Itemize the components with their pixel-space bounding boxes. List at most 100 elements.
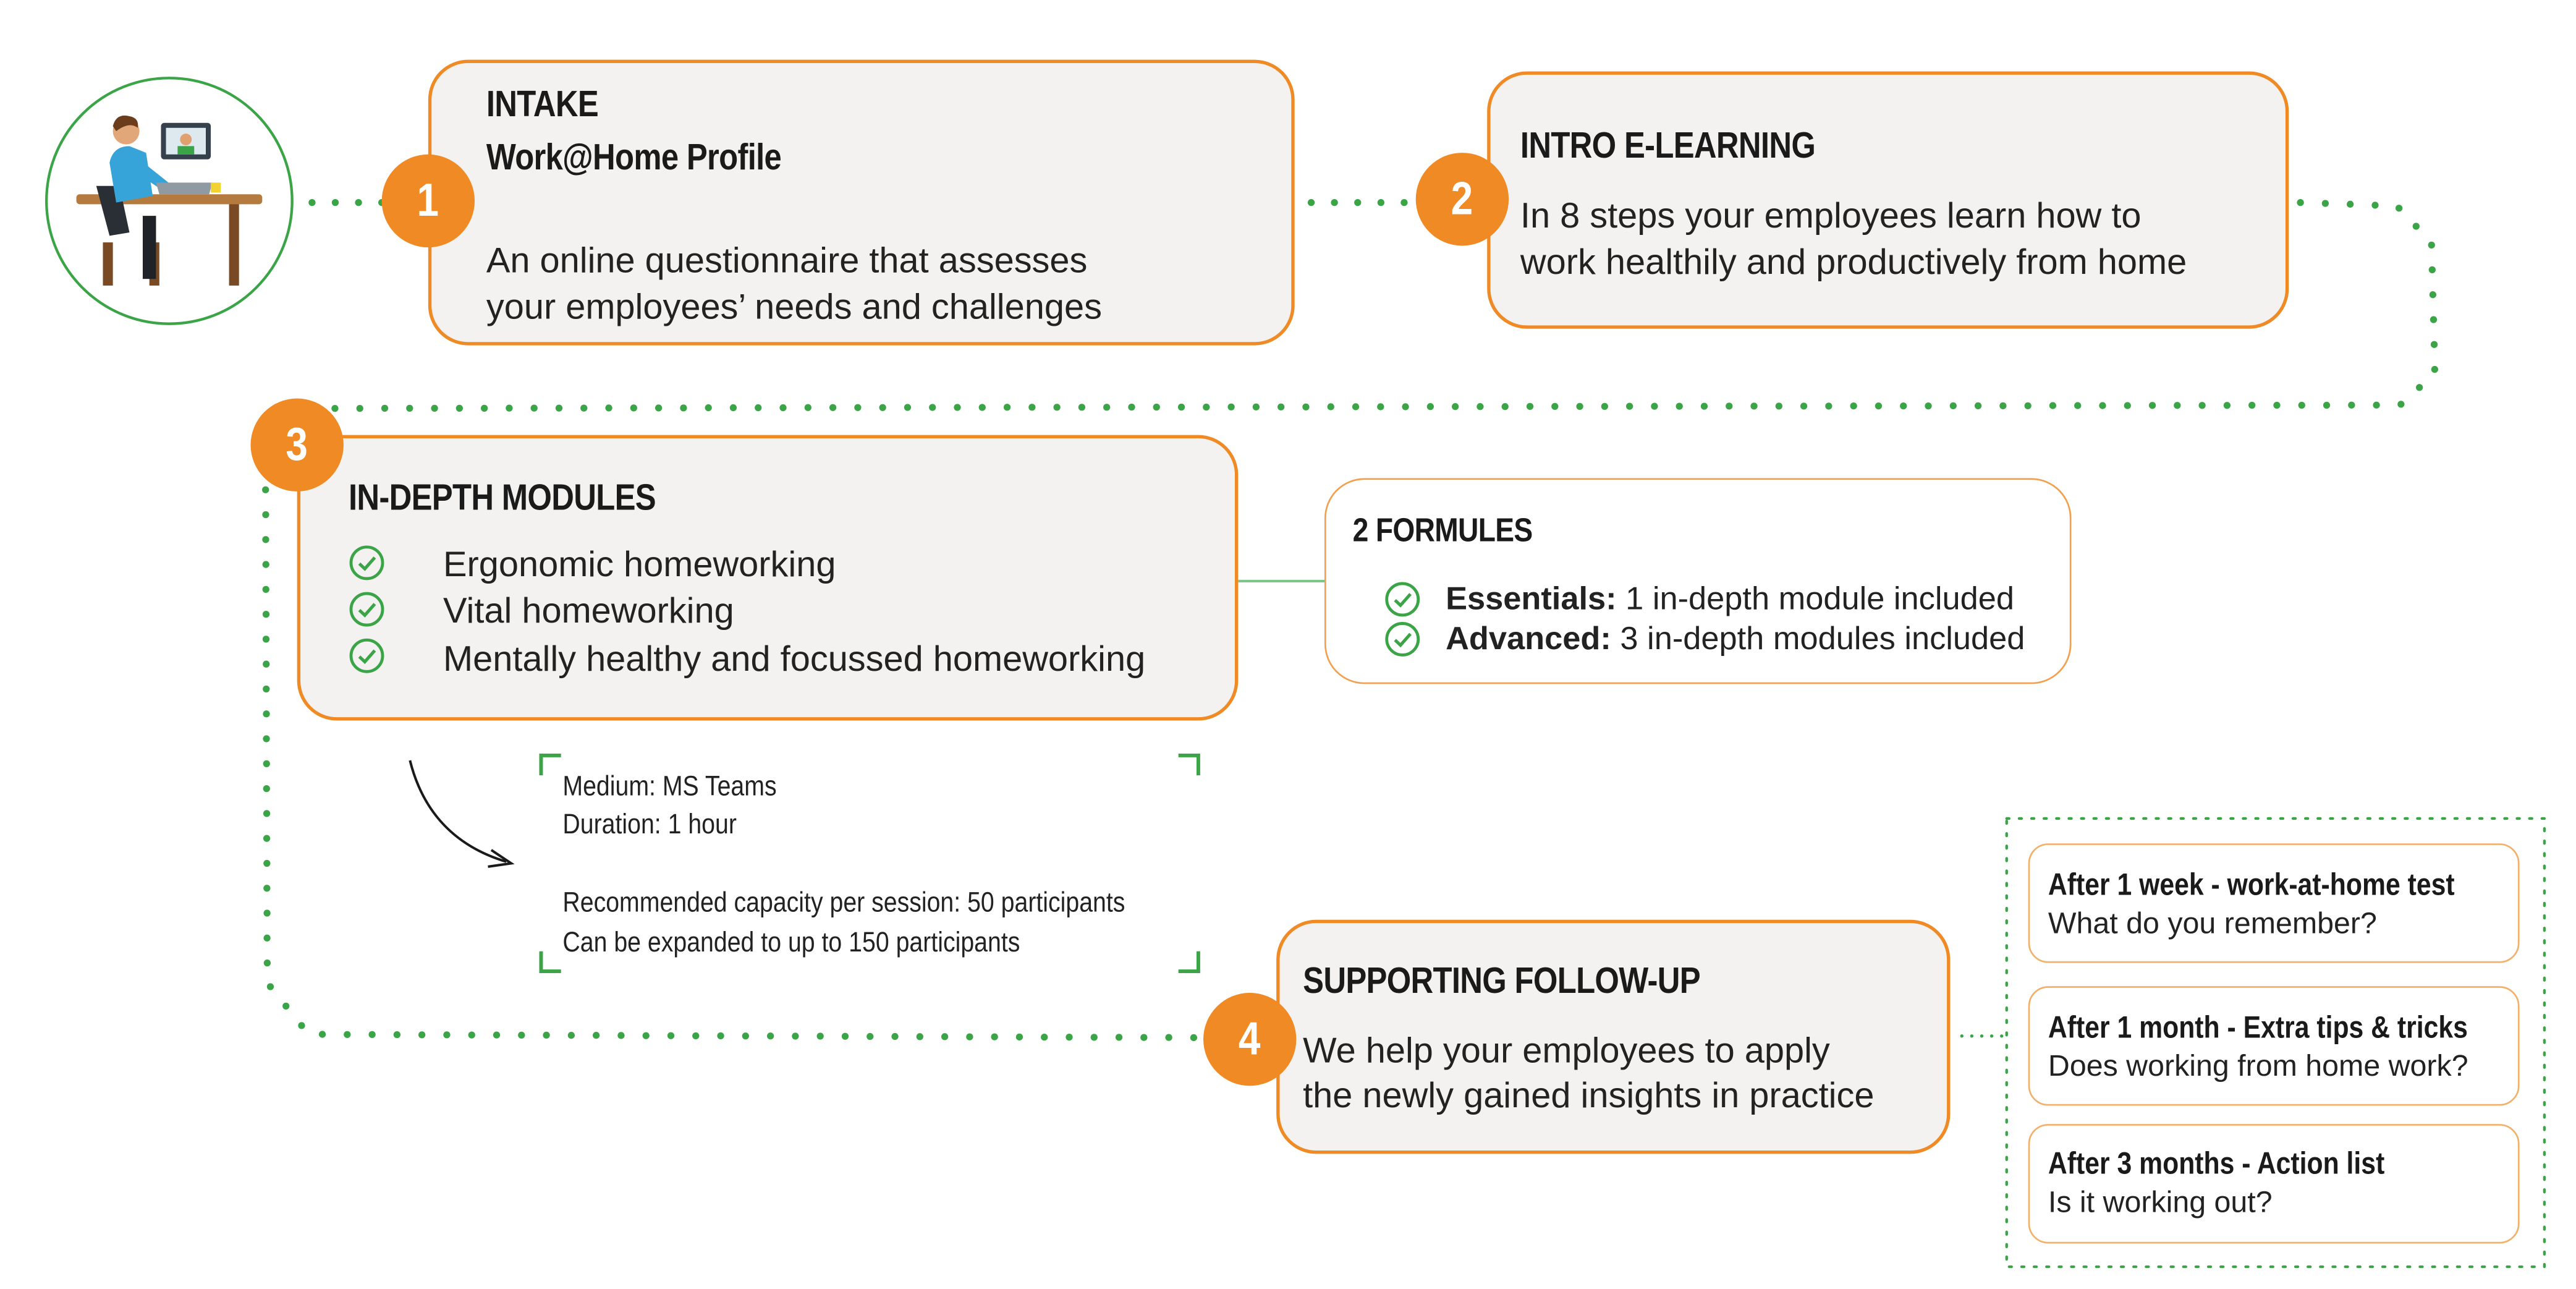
followup-card-month	[2028, 986, 2520, 1106]
connector-dot	[2397, 401, 2405, 408]
step-1-text-line-2: your employees’ needs and challenges	[486, 287, 1102, 328]
connector-dot	[1302, 403, 1310, 411]
connector-dot	[518, 1031, 525, 1039]
note-medium: Medium: MS Teams	[562, 770, 777, 802]
note-duration: Duration: 1 hour	[562, 808, 737, 840]
connector-dot	[282, 1002, 290, 1010]
connector-dot	[1974, 402, 1982, 409]
connector-dot	[431, 404, 438, 412]
connector-dot	[2297, 198, 2304, 206]
connector-dot	[1651, 402, 1658, 410]
connector-dot	[891, 1032, 899, 1040]
connector-dot	[2429, 291, 2437, 299]
connector-dot	[1177, 403, 1185, 411]
note-brackets	[539, 753, 1200, 973]
connector-dot	[755, 404, 762, 412]
connector-dot	[866, 1032, 874, 1040]
worker-at-desk-icon	[45, 77, 294, 325]
step-modules-box	[297, 435, 1239, 721]
connector-dot	[929, 404, 936, 411]
connector-dot	[1165, 1034, 1172, 1041]
followup-week-title: After 1 week - work-at-home test	[2048, 866, 2455, 902]
connector-dot	[1153, 403, 1160, 411]
connector-dot	[1331, 198, 1338, 206]
connector-dot	[841, 1032, 849, 1040]
connector-dot	[263, 760, 270, 767]
connector-dot	[1925, 402, 1932, 410]
connector-dot	[262, 610, 270, 618]
check-icon	[349, 638, 384, 673]
connector-dot	[729, 404, 737, 412]
connector-dot	[443, 1031, 451, 1039]
connector-dot	[1426, 403, 1434, 411]
connector-dot	[1676, 402, 1683, 410]
connector-dot	[1227, 403, 1235, 411]
connector-dot	[2273, 401, 2281, 409]
connector-dot	[916, 1033, 923, 1040]
connector-dot	[1140, 1034, 1148, 1041]
followup-quarter-text: Is it working out?	[2048, 1185, 2273, 1219]
connector-dot	[2428, 266, 2436, 274]
connector-dot	[2223, 402, 2231, 409]
step-2-text-line-2: work healthily and productively from hom…	[1520, 242, 2187, 283]
connector-dot	[355, 198, 362, 206]
connector-dot	[2371, 202, 2379, 209]
connector-dot	[1003, 404, 1011, 411]
connector-dot	[1452, 403, 1459, 411]
module-item-vital: Vital homeworking	[443, 591, 734, 631]
connector-dot	[1601, 402, 1608, 411]
note-capacity: Recommended capacity per session: 50 par…	[562, 887, 1125, 919]
check-icon	[1385, 582, 1420, 617]
followup-card-quarter	[2028, 1124, 2520, 1244]
connector-dot	[2373, 401, 2380, 409]
connector-dot	[263, 934, 271, 942]
connector-dot	[555, 404, 563, 412]
step-1-title: INTAKE	[486, 83, 599, 125]
connector-dot	[1015, 1033, 1023, 1041]
step-1-text-line-1: An online questionnaire that assesses	[486, 240, 1088, 281]
connector-dot	[1066, 1033, 1073, 1041]
step-2-title: INTRO E-LEARNING	[1520, 124, 1816, 166]
connector-dot	[263, 909, 271, 917]
connector-dot	[1825, 402, 1832, 410]
connector-dot	[331, 404, 339, 412]
connector-dot	[1402, 403, 1409, 411]
connector-dot	[2000, 1034, 2004, 1038]
connector-dot	[991, 1033, 998, 1040]
step-3-title: IN-DEPTH MODULES	[348, 476, 656, 518]
connector-dot	[2248, 401, 2256, 409]
step-2-text-line-1: In 8 steps your employees learn how to	[1520, 195, 2142, 236]
connector-dot	[1576, 402, 1583, 411]
step-followup-box	[1276, 919, 1951, 1154]
connector-dot	[1400, 198, 1408, 206]
connector-dot	[1970, 1034, 1974, 1038]
followup-month-title: After 1 month - Extra tips & tricks	[2048, 1009, 2468, 1045]
connector-dot	[854, 404, 862, 411]
connector-dot	[1352, 403, 1360, 411]
connector-dot	[1128, 403, 1135, 411]
connector-dot	[1041, 1033, 1048, 1041]
connector-dot	[804, 404, 811, 411]
connector-dot	[2412, 223, 2420, 230]
connector-dot	[543, 1031, 550, 1039]
connector-dot	[2074, 402, 2082, 409]
connector-dot	[266, 983, 274, 990]
connector-dot	[2430, 316, 2438, 323]
dotted-path-1-2	[308, 198, 1408, 206]
connector-dot	[1775, 402, 1782, 410]
connector-dot	[262, 561, 269, 568]
followup-month-text: Does working from home work?	[2048, 1049, 2468, 1083]
connector-dot	[1377, 198, 1384, 206]
connector-dot	[262, 486, 269, 493]
connector-dot	[1307, 198, 1315, 206]
connector-dot	[1949, 402, 1957, 409]
connector-dot	[2323, 401, 2331, 409]
connector-dot	[642, 1032, 650, 1039]
step-4-title: SUPPORTING FOLLOW-UP	[1303, 959, 1701, 1002]
connector-dot	[1989, 1034, 1994, 1038]
connector-dot	[2049, 402, 2057, 409]
connector-dot	[742, 1032, 749, 1040]
connector-dot	[2347, 200, 2354, 208]
